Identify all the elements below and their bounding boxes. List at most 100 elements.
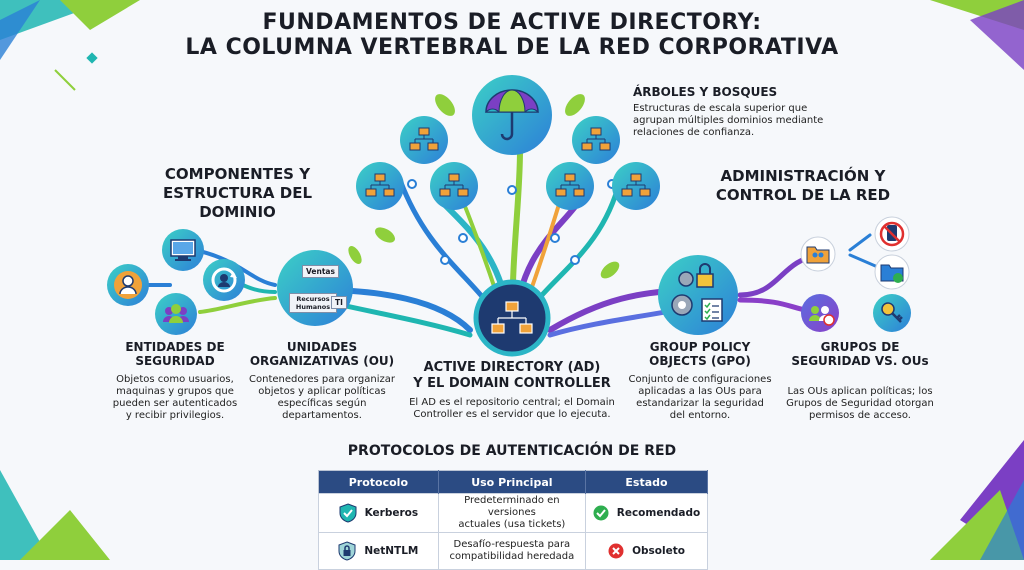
ou-chip-rrhh: Recursos Humanos xyxy=(289,293,337,313)
groups-title-line-2: SEGURIDAD VS. OUs xyxy=(791,354,929,368)
gpo-title-line-2: OBJECTS (GPO) xyxy=(649,354,751,368)
ad-title-line-1: ACTIVE DIRECTORY (AD) xyxy=(423,360,601,375)
ad-block: ACTIVE DIRECTORY (AD) Y EL DOMAIN CONTRO… xyxy=(402,360,622,421)
ou-desc-line: departamentos. xyxy=(282,410,362,421)
page-title: FUNDAMENTOS DE ACTIVE DIRECTORY: LA COLU… xyxy=(0,10,1024,60)
key-icon xyxy=(881,302,903,323)
gpo-title-line-1: GROUP POLICY xyxy=(649,340,751,354)
usage-line: Desafío-respuesta para xyxy=(453,539,571,550)
status-badge: Recomendado xyxy=(616,507,701,519)
usage-line: compatibilidad heredada xyxy=(449,551,575,562)
right-section-title-line-1: ADMINISTRACIÓN Y xyxy=(720,167,886,185)
folder-group-icon xyxy=(806,246,830,264)
ou-desc-line: Contenedores para organizar xyxy=(249,374,395,385)
ad-title: ACTIVE DIRECTORY (AD) Y EL DOMAIN CONTRO… xyxy=(402,360,622,392)
protocol-name: Kerberos xyxy=(364,507,419,519)
shield-check-icon xyxy=(339,503,357,523)
protocols-header: Protocolo xyxy=(318,470,439,494)
trees-forests-desc: Estructuras de escala superior que agrup… xyxy=(633,103,833,139)
gpo-title: GROUP POLICY OBJECTS (GPO) xyxy=(620,340,780,368)
usage-line: actuales (usa tickets) xyxy=(458,519,566,530)
ad-desc-line: El AD es el repositorio central; el Doma… xyxy=(409,397,615,408)
ou-title-line-1: UNIDADES xyxy=(286,340,358,354)
ou-desc-line: objetos y aplicar políticas xyxy=(258,386,386,397)
ou-desc: Contenedores para organizar objetos y ap… xyxy=(242,374,402,422)
entities-title-line-1: ENTIDADES DE xyxy=(125,340,225,354)
trees-forests-block: ÁRBOLES Y BOSQUES Estructuras de escala … xyxy=(633,85,833,139)
trees-desc-line: relaciones de confianza. xyxy=(633,127,755,138)
check-circle-icon xyxy=(593,505,609,521)
shield-lock-icon xyxy=(338,541,356,561)
sync-icon xyxy=(211,267,237,293)
groups-block: GRUPOS DE SEGURIDAD VS. OUs Las OUs apli… xyxy=(775,340,945,422)
ou-desc-line: específicas según xyxy=(277,398,367,409)
groups-title-line-1: GRUPOS DE xyxy=(820,340,900,354)
trees-forests-title: ÁRBOLES Y BOSQUES xyxy=(633,85,778,99)
groups-title: GRUPOS DE SEGURIDAD VS. OUs xyxy=(775,340,945,368)
no-device-icon xyxy=(879,221,905,247)
entities-desc: Objetos como usuarios, maquinas y grupos… xyxy=(95,374,255,422)
protocols-header: Uso Principal xyxy=(438,470,587,494)
status-badge: Obsoleto xyxy=(632,545,685,557)
protocols-table: Protocolo Uso Principal Estado Kerberos … xyxy=(318,470,708,570)
trees-desc-line: agrupan múltiples dominios mediante xyxy=(633,115,824,126)
groups-desc: Las OUs aplican políticas; los Grupos de… xyxy=(775,386,945,422)
ou-chip-ti: TI xyxy=(331,296,347,309)
gpo-block: GROUP POLICY OBJECTS (GPO) Conjunto de c… xyxy=(620,340,780,422)
ou-block: UNIDADES ORGANIZATIVAS (OU) Contenedores… xyxy=(242,340,402,422)
usage-line: Predeterminado en versiones xyxy=(464,495,560,518)
table-row: NetNTLM Desafío-respuesta para compatibi… xyxy=(318,532,708,570)
computer-icon xyxy=(170,239,196,261)
umbrella-icon xyxy=(484,89,540,141)
ou-title-line-2: ORGANIZATIVAS (OU) xyxy=(249,354,395,368)
left-section-title-line-1: COMPONENTES Y xyxy=(164,165,311,183)
entities-desc-line: y recibir privilegios. xyxy=(125,410,225,421)
table-row: Kerberos Predeterminado en versiones act… xyxy=(318,493,708,533)
protocol-cell: NetNTLM xyxy=(318,532,439,570)
groups-desc-line: Grupos de Seguridad otorgan xyxy=(786,398,934,409)
group-icon xyxy=(163,304,189,323)
title-line-2: LA COLUMNA VERTEBRAL DE LA RED CORPORATI… xyxy=(185,35,839,60)
checklist-icon xyxy=(701,298,723,322)
usage-cell: Predeterminado en versiones actuales (us… xyxy=(437,493,587,533)
status-cell: Recomendado xyxy=(585,493,708,533)
usage-cell: Desafío-respuesta para compatibilidad he… xyxy=(437,532,587,570)
trees-desc-line: Estructuras de escala superior que xyxy=(633,103,808,114)
left-section-title: COMPONENTES Y ESTRUCTURA DEL DOMINIO xyxy=(130,165,345,222)
protocol-name: NetNTLM xyxy=(364,545,419,557)
entities-desc-line: Objetos como usuarios, xyxy=(116,374,234,385)
protocols-header: Estado xyxy=(585,470,708,494)
protocols-header-row: Protocolo Uso Principal Estado xyxy=(318,470,708,494)
title-line-1: FUNDAMENTOS DE ACTIVE DIRECTORY: xyxy=(262,10,762,35)
entities-block: ENTIDADES DE SEGURIDAD Objetos como usua… xyxy=(95,340,255,422)
x-circle-icon xyxy=(608,543,624,559)
dollar-folder-icon xyxy=(880,264,904,283)
user-icon xyxy=(114,271,142,299)
right-section-title: ADMINISTRACIÓN Y CONTROL DE LA RED xyxy=(708,167,898,205)
groups-desc-line: permisos de acceso. xyxy=(809,410,911,421)
ou-chip-ventas: Ventas xyxy=(302,265,339,278)
entities-desc-line: pueden ser autenticados xyxy=(112,398,238,409)
gears-icon xyxy=(671,271,694,316)
entities-desc-line: maquinas y grupos que xyxy=(116,386,234,397)
org-chart-icon xyxy=(491,301,533,334)
status-cell: Obsoleto xyxy=(585,532,708,570)
gpo-desc: Conjunto de configuraciones aplicadas a … xyxy=(620,374,780,422)
groups-desc-line: Las OUs aplican políticas; los xyxy=(787,386,933,397)
entities-title: ENTIDADES DE SEGURIDAD xyxy=(95,340,255,368)
gpo-desc-line: del entorno. xyxy=(669,410,731,421)
lock-icon xyxy=(696,263,714,288)
protocols-title: PROTOCOLOS DE AUTENTICACIÓN DE RED xyxy=(347,443,677,459)
entities-title-line-2: SEGURIDAD xyxy=(135,354,215,368)
ad-title-line-2: Y EL DOMAIN CONTROLLER xyxy=(413,376,611,391)
left-section-title-line-2: ESTRUCTURA DEL DOMINIO xyxy=(162,184,313,221)
ad-desc: El AD es el repositorio central; el Doma… xyxy=(402,397,622,421)
gpo-desc-line: estandarizar la seguridad xyxy=(636,398,764,409)
protocol-cell: Kerberos xyxy=(318,493,439,533)
right-section-title-line-2: CONTROL DE LA RED xyxy=(715,186,891,204)
ad-desc-line: Controller es el servidor que lo ejecuta… xyxy=(413,409,611,420)
gpo-desc-line: Conjunto de configuraciones xyxy=(628,374,772,385)
ou-title: UNIDADES ORGANIZATIVAS (OU) xyxy=(242,340,402,368)
gpo-desc-line: aplicadas a las OUs para xyxy=(638,386,762,397)
